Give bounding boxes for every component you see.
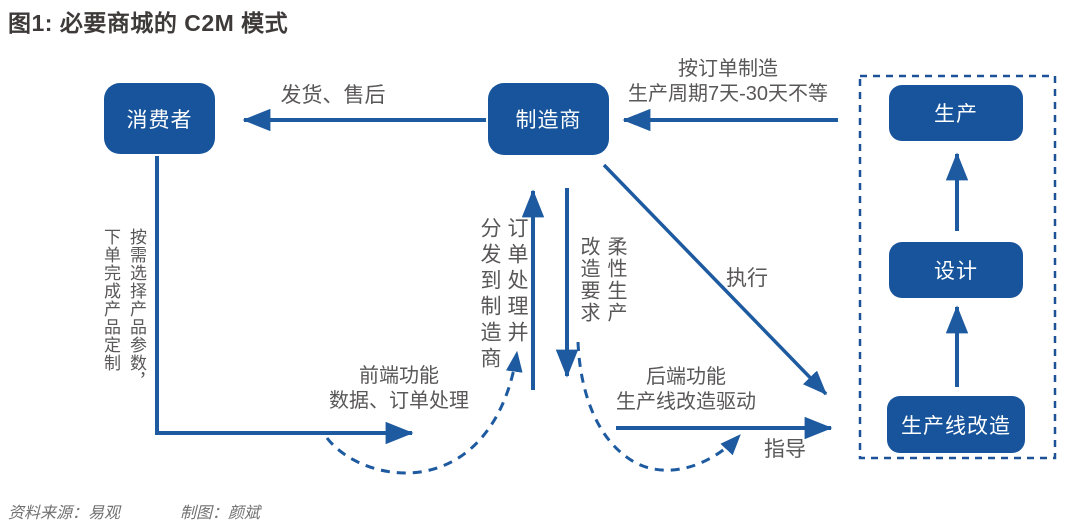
label-consumer-custom-vertical: 按需选择产品参数， 下单完成产品定制 xyxy=(97,228,149,390)
label-flexible-vertical: 柔性生产 改造要求 xyxy=(574,236,628,324)
footer-source: 资料来源：易观 xyxy=(8,505,121,522)
node-production: 生产 xyxy=(889,85,1023,141)
label-made-to-order-line2: 生产周期7天-30天不等 xyxy=(627,83,829,105)
node-design: 设计 xyxy=(889,242,1023,298)
label-flexible-line2: 改造要求 xyxy=(577,236,599,324)
label-guide: 指导 xyxy=(764,438,806,461)
label-execute: 执行 xyxy=(726,267,768,290)
label-frontend: 前端功能 数据、订单处理 xyxy=(299,364,499,414)
label-backend-line2: 生产线改造驱动 xyxy=(616,391,756,413)
node-line-transform: 生产线改造 xyxy=(887,396,1025,453)
label-backend: 后端功能 生产线改造驱动 xyxy=(586,365,786,415)
node-manufacturer: 制造商 xyxy=(488,83,609,155)
label-consumer-custom-line1: 按需选择产品参数， xyxy=(127,228,146,390)
footer-credit: 制图：颜斌 xyxy=(180,505,261,522)
label-order-dispatch-line1: 订单处理并 xyxy=(505,217,528,347)
label-order-dispatch-vertical: 订单处理并 分发到制造商 xyxy=(476,217,530,373)
label-frontend-line2: 数据、订单处理 xyxy=(329,390,469,412)
label-made-to-order-line1: 按订单制造 xyxy=(678,58,778,80)
label-flexible-line1: 柔性生产 xyxy=(604,236,626,324)
arrow-execute xyxy=(602,163,828,396)
arrow-consumer-order xyxy=(155,156,414,445)
label-order-dispatch-line2: 分发到制造商 xyxy=(478,217,501,373)
node-consumer: 消费者 xyxy=(104,83,215,154)
figure-title: 图1: 必要商城的 C2M 模式 xyxy=(8,10,289,36)
label-frontend-line1: 前端功能 xyxy=(359,365,439,387)
curve-frontend-dashed xyxy=(325,350,523,475)
factory-dashed-border xyxy=(858,74,1057,460)
label-made-to-order: 按订单制造 生产周期7天-30天不等 xyxy=(608,57,848,107)
label-backend-line1: 后端功能 xyxy=(646,366,726,388)
label-ship-after-sales: 发货、售后 xyxy=(280,84,386,107)
label-consumer-custom-line2: 下单完成产品定制 xyxy=(101,228,120,372)
